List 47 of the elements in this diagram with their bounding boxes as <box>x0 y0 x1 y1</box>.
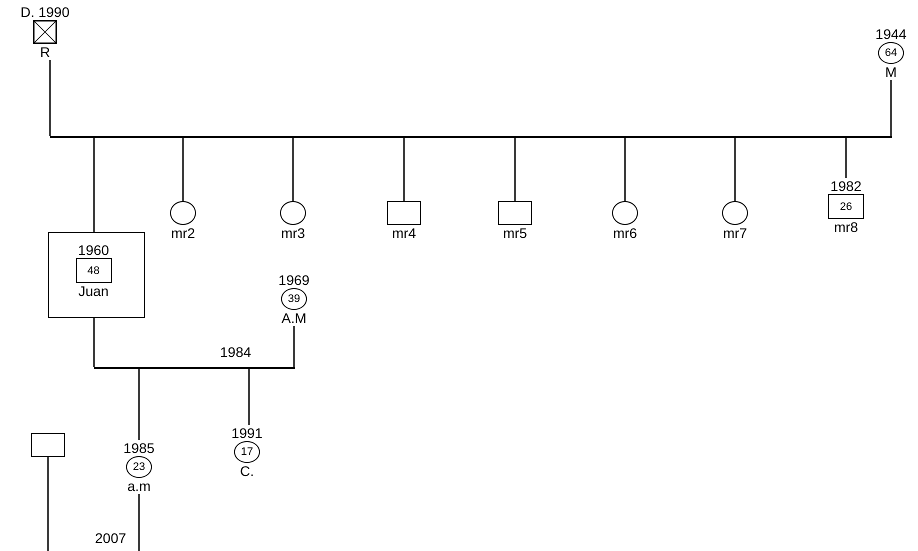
person-name: mr8 <box>834 219 858 235</box>
sibship-line <box>94 367 295 369</box>
age-number: 48 <box>87 264 100 276</box>
birth-year: 1969 <box>278 272 310 288</box>
relationship-line <box>93 318 95 367</box>
relationship-line <box>248 369 250 425</box>
year-label: 2007 <box>95 530 126 546</box>
year-label: 1984 <box>220 344 252 360</box>
relationship-line <box>890 80 892 136</box>
relationship-line <box>47 457 49 551</box>
birth-year: 1985 <box>123 440 155 456</box>
relationship-line <box>138 494 140 551</box>
birth-year: 1991 <box>231 425 263 441</box>
person-name: R <box>40 44 50 60</box>
age-number: 64 <box>884 47 898 59</box>
age-number: 26 <box>840 200 852 212</box>
sibship-line <box>50 136 892 138</box>
person-name: a.m <box>127 478 151 494</box>
relationship-line <box>292 138 294 201</box>
age-number: 23 <box>132 461 146 473</box>
relationship-line <box>624 138 626 201</box>
relationship-line <box>182 138 184 201</box>
person-name: Juan <box>78 283 109 299</box>
person-name: C. <box>240 463 254 479</box>
birth-year: 1944 <box>875 26 907 42</box>
birth-year: 1960 <box>78 242 110 258</box>
relationship-line <box>514 138 516 201</box>
person-name: mr5 <box>502 225 528 241</box>
relationship-line <box>734 138 736 201</box>
relationship-line <box>403 138 405 201</box>
index-person-frame <box>48 232 145 318</box>
relationship-line <box>293 326 295 367</box>
birth-year: D. 1990 <box>20 4 70 20</box>
person-name: mr7 <box>722 225 748 241</box>
relationship-line <box>138 369 140 440</box>
person-name: mr2 <box>170 225 196 241</box>
person-name: A.M <box>282 310 306 326</box>
person-name: mr3 <box>280 225 306 241</box>
age-number: 39 <box>288 293 300 305</box>
person-name: mr6 <box>612 225 638 241</box>
relationship-line <box>845 138 847 178</box>
relationship-line <box>93 138 95 232</box>
age-number: 17 <box>240 446 254 458</box>
relationship-line <box>49 60 51 136</box>
person-name: M <box>885 64 897 80</box>
birth-year: 1982 <box>830 178 862 194</box>
person-name: mr4 <box>392 225 416 241</box>
